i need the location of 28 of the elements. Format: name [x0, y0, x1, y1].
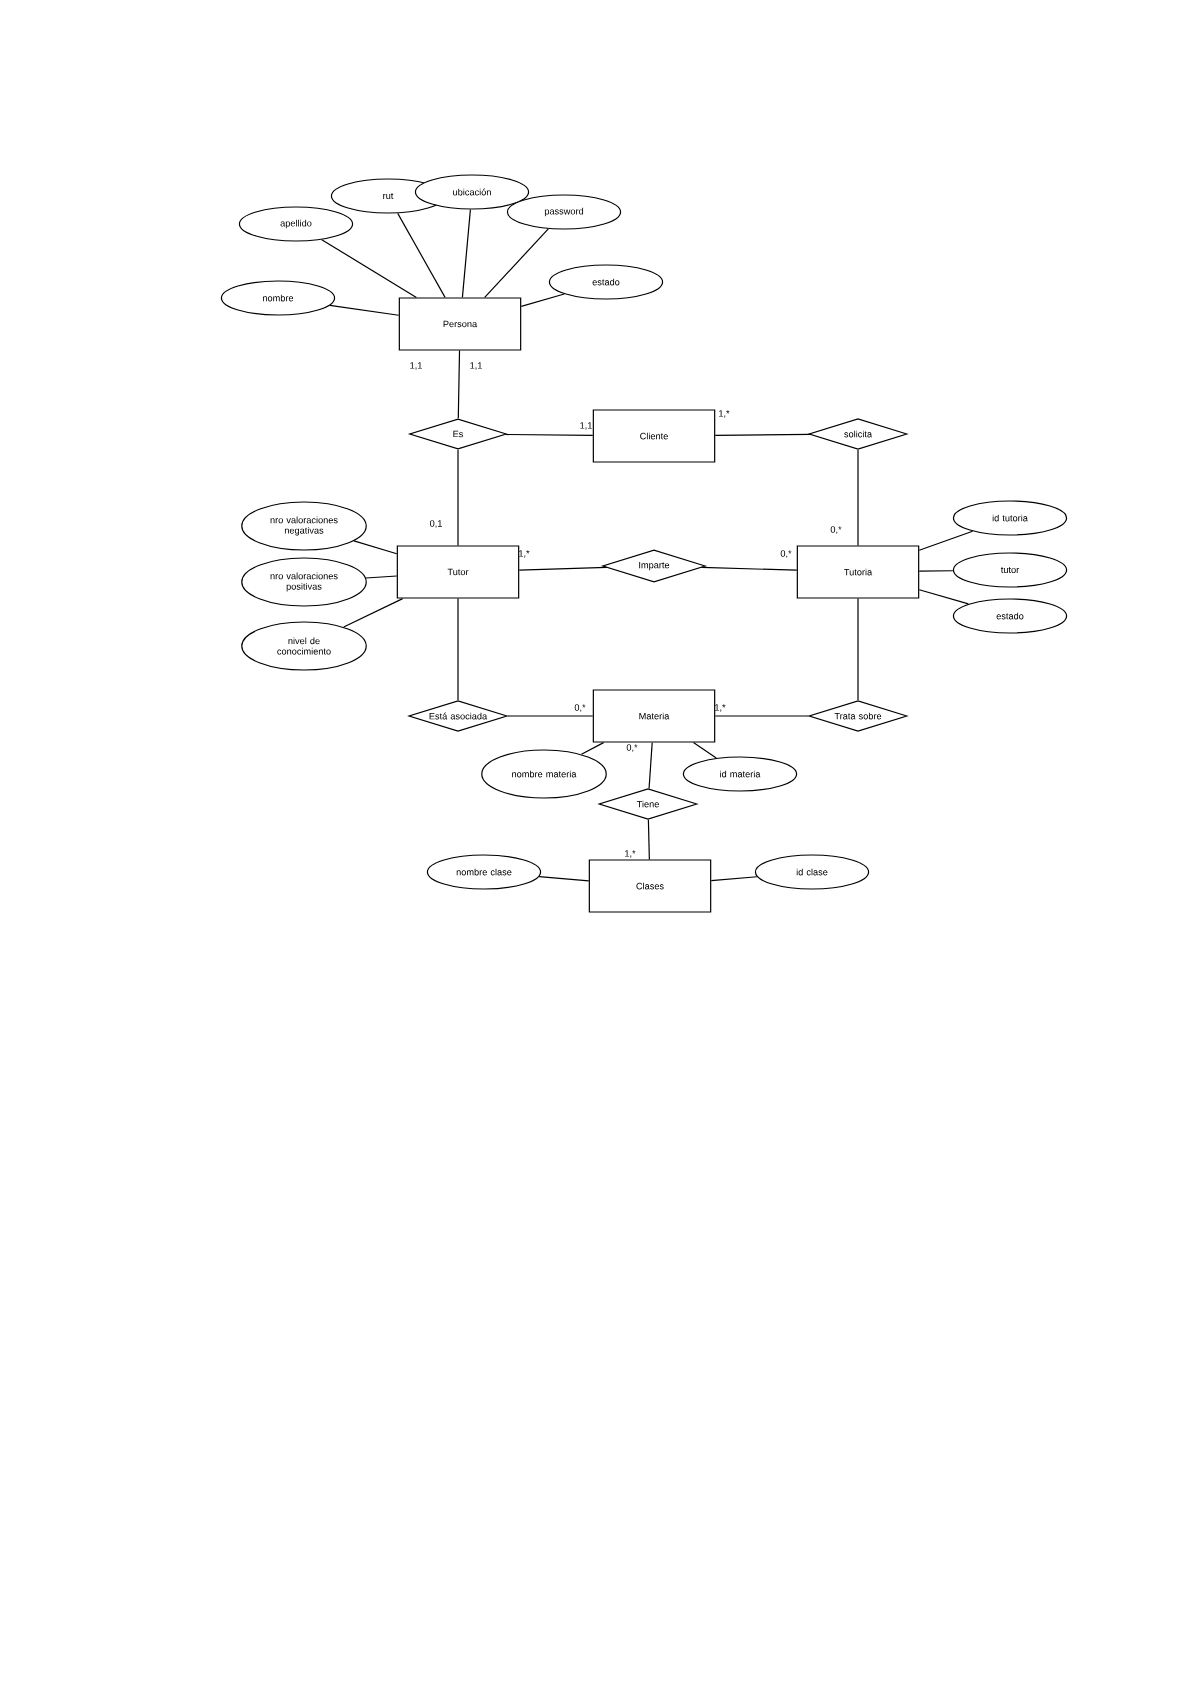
connector-line: [353, 540, 398, 555]
connector-line: [714, 715, 809, 717]
connector-line: [321, 239, 417, 298]
connector-line: [710, 876, 758, 882]
connector-line: [580, 742, 605, 755]
connector-line: [538, 876, 590, 882]
connector-line: [701, 566, 798, 571]
connector-line: [365, 575, 398, 579]
connector-line: [918, 530, 974, 551]
connector-line: [918, 570, 954, 572]
connector-line: [692, 742, 717, 759]
connector-line: [461, 209, 471, 298]
connector-line: [714, 433, 811, 436]
connector-line: [507, 715, 594, 717]
connector-line: [648, 742, 653, 790]
connector-line: [484, 228, 549, 298]
connector-line: [647, 819, 650, 860]
connector-line: [520, 293, 565, 307]
connector-line: [457, 449, 459, 546]
connector-line: [329, 304, 400, 316]
connector-line: [457, 350, 461, 419]
connector-line: [857, 598, 859, 701]
connector-line: [504, 433, 594, 436]
connector-line: [857, 449, 859, 546]
connector-line: [518, 566, 608, 571]
connector-line: [918, 589, 969, 605]
connector-line: [457, 598, 459, 701]
connector-line: [397, 212, 446, 298]
